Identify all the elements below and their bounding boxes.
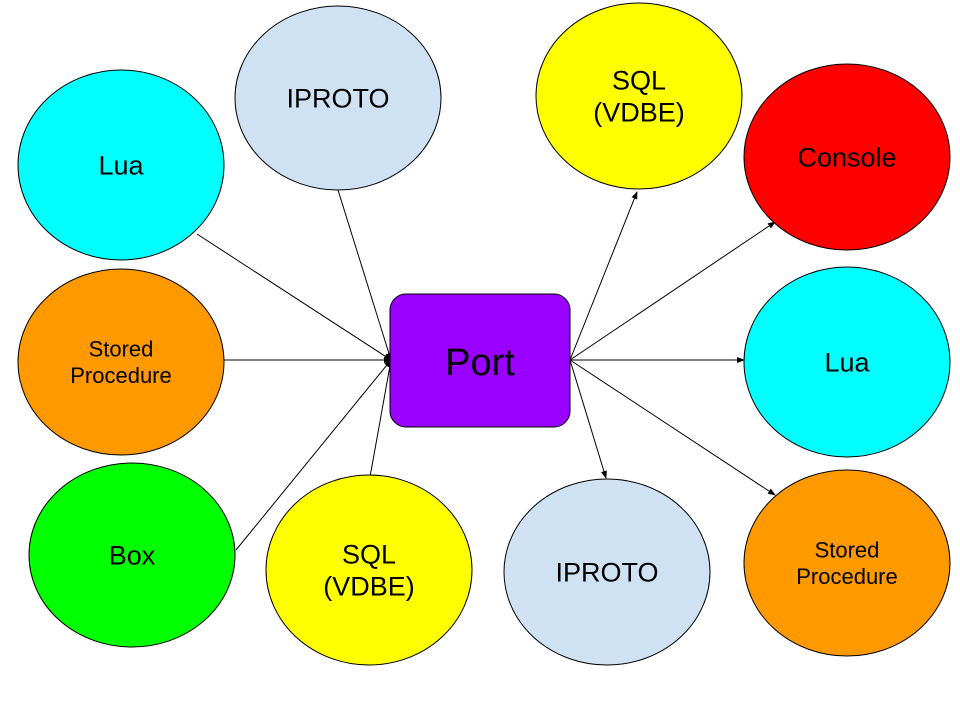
iproto-in-arrow bbox=[337, 189, 392, 361]
console-out-circle bbox=[743, 63, 951, 251]
iproto-out-circle bbox=[503, 478, 711, 666]
sql-out-label: SQL bbox=[612, 65, 666, 95]
iproto-in-circle bbox=[234, 5, 442, 191]
box-in-circle bbox=[28, 462, 236, 648]
lua-out-circle bbox=[743, 266, 951, 458]
box-in-arrow bbox=[235, 359, 392, 551]
lua-in-arrow bbox=[196, 233, 392, 361]
lua-in-node: Lua bbox=[17, 69, 225, 261]
iproto-out-node: IPROTO bbox=[503, 478, 711, 666]
sql-in-node: SQL(VDBE) bbox=[265, 474, 473, 666]
iproto-out-arrow bbox=[569, 359, 607, 479]
sql-out-node: SQL(VDBE) bbox=[535, 2, 743, 190]
console-out-arrow bbox=[569, 221, 776, 361]
lua-in-label: Lua bbox=[98, 150, 144, 180]
iproto-out-label: IPROTO bbox=[555, 557, 658, 587]
sql-in-circle bbox=[265, 474, 473, 666]
sql-out-circle bbox=[535, 2, 743, 190]
stored-in-label: Stored bbox=[89, 337, 154, 362]
port-label: Port bbox=[445, 342, 515, 384]
stored-out-label: Procedure bbox=[796, 564, 898, 589]
sql-in-arrow bbox=[369, 359, 393, 478]
stored-out-arrow bbox=[569, 359, 776, 496]
console-out-label: Console bbox=[797, 142, 896, 172]
sql-out-label: (VDBE) bbox=[593, 98, 685, 128]
box-in-label: Box bbox=[109, 540, 156, 570]
lua-out-node: Lua bbox=[743, 266, 951, 458]
iproto-in-node: IPROTO bbox=[234, 5, 442, 191]
stored-in-label: Procedure bbox=[70, 363, 172, 388]
sql-in-label: SQL bbox=[342, 539, 396, 569]
box-in-node: Box bbox=[28, 462, 236, 648]
sql-in-label: (VDBE) bbox=[323, 572, 415, 602]
lua-out-label: Lua bbox=[824, 347, 870, 377]
sql-out-arrow bbox=[569, 191, 638, 361]
stored-out-circle bbox=[743, 469, 951, 657]
console-out-node: Console bbox=[743, 63, 951, 251]
iproto-in-label: IPROTO bbox=[286, 83, 389, 113]
port-box bbox=[389, 293, 571, 428]
port-node: Port bbox=[389, 293, 571, 428]
edges bbox=[196, 189, 776, 551]
stored-out-label: Stored bbox=[815, 538, 880, 563]
stored-in-circle bbox=[17, 268, 225, 456]
lua-in-circle bbox=[17, 69, 225, 261]
